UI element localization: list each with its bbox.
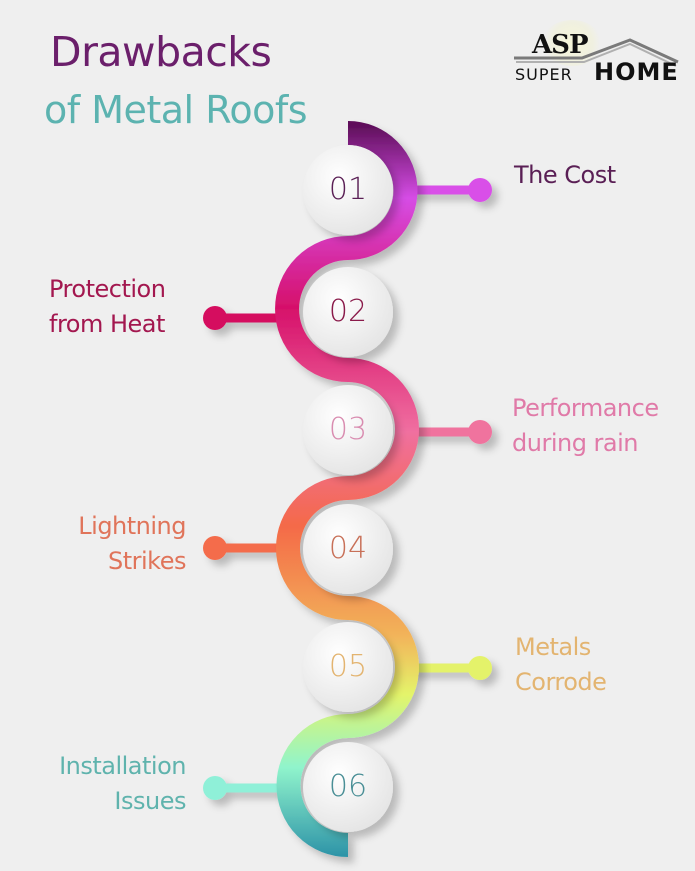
- label-06-line2: Issues: [114, 787, 186, 815]
- item-label-01: The Cost: [514, 158, 616, 193]
- label-01-line1: The Cost: [514, 161, 616, 189]
- item-label-02: Protection from Heat: [49, 272, 166, 342]
- title-line-1: Drawbacks: [50, 28, 272, 76]
- label-03-line2: during rain: [512, 429, 639, 457]
- item-label-05: Metals Corrode: [515, 630, 607, 700]
- logo-super-text: SUPER: [515, 65, 573, 84]
- label-04-line1: Lightning: [78, 512, 186, 540]
- step-number-01: 01: [328, 172, 368, 207]
- step-number-04: 04: [328, 531, 368, 566]
- logo-home-text: HOME: [594, 58, 679, 86]
- logo-roof-icon: [514, 38, 679, 67]
- step-number-02: 02: [328, 294, 368, 329]
- label-02-line1: Protection: [49, 275, 166, 303]
- step-number-06: 06: [328, 769, 368, 804]
- circle-01: [303, 145, 393, 235]
- label-05-line2: Corrode: [515, 668, 607, 696]
- logo-asp-text: ASP: [532, 30, 588, 60]
- step-number-05: 05: [328, 649, 368, 684]
- item-label-03: Performance during rain: [512, 391, 659, 461]
- step-number-03: 03: [328, 412, 368, 447]
- label-04-line2: Strikes: [108, 547, 187, 575]
- label-02-line2: from Heat: [49, 310, 165, 338]
- asp-superhome-logo: ASP SUPER HOME: [512, 18, 682, 88]
- label-06-line1: Installation: [59, 752, 186, 780]
- dot-01: [468, 178, 492, 202]
- label-03-line1: Performance: [512, 394, 659, 422]
- item-label-04: Lightning Strikes: [30, 509, 186, 579]
- label-05-line1: Metals: [515, 633, 591, 661]
- item-label-06: Installation Issues: [20, 749, 186, 819]
- title-line-2: of Metal Roofs: [44, 88, 308, 132]
